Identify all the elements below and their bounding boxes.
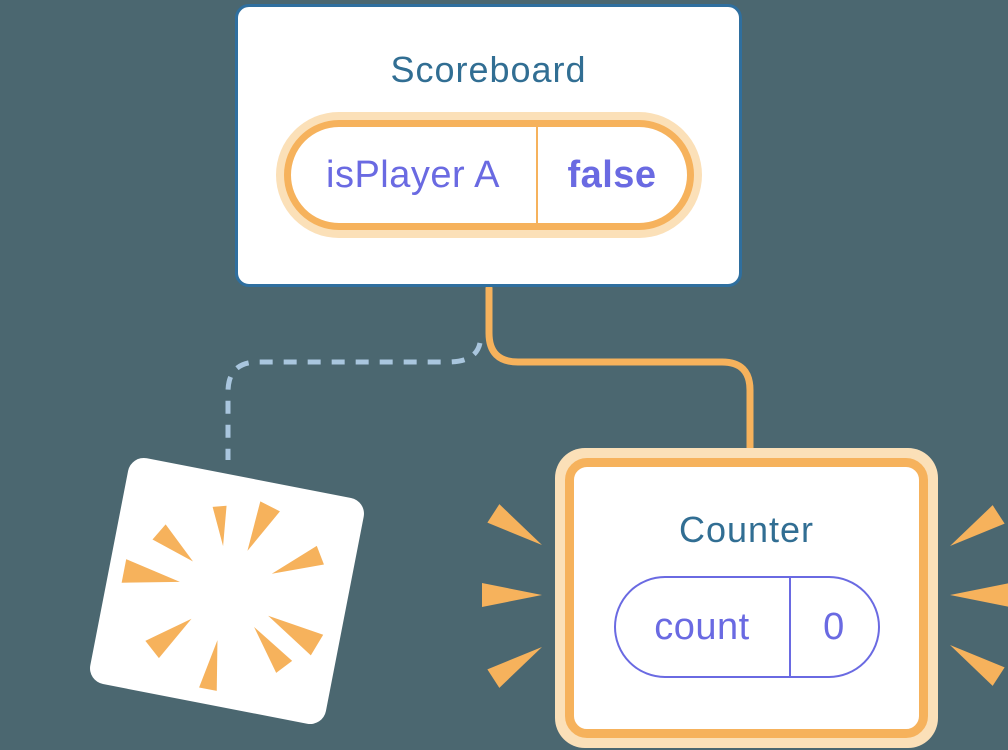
explosion-burst-icon: [121, 501, 324, 691]
counter-burst-left-icon: [482, 504, 542, 688]
counter-title: Counter: [678, 509, 815, 550]
counter-state-value: 0: [823, 605, 845, 648]
scoreboard-state-key: isPlayer A: [326, 153, 500, 196]
scoreboard-title: Scoreboard: [390, 49, 587, 90]
solid-connector-line: [485, 284, 754, 459]
counter-state-key: count: [654, 605, 750, 648]
scoreboard-component-card: Scoreboard isPlayer A false: [235, 4, 742, 287]
counter-state-pill: count 0: [613, 576, 880, 679]
destroyed-card-body: [90, 457, 364, 725]
pill-divider: [788, 578, 791, 677]
counter-burst-right-icon: [950, 505, 1008, 686]
pill-divider: [535, 127, 538, 224]
scoreboard-state-pill: isPlayer A false: [283, 120, 694, 231]
scoreboard-state-value: false: [567, 153, 657, 196]
counter-component-card: Counter count 0: [555, 448, 938, 748]
destroyed-card: [90, 457, 364, 725]
counter-card-body: Counter count 0: [565, 458, 928, 738]
dashed-connector-line: [225, 342, 483, 460]
